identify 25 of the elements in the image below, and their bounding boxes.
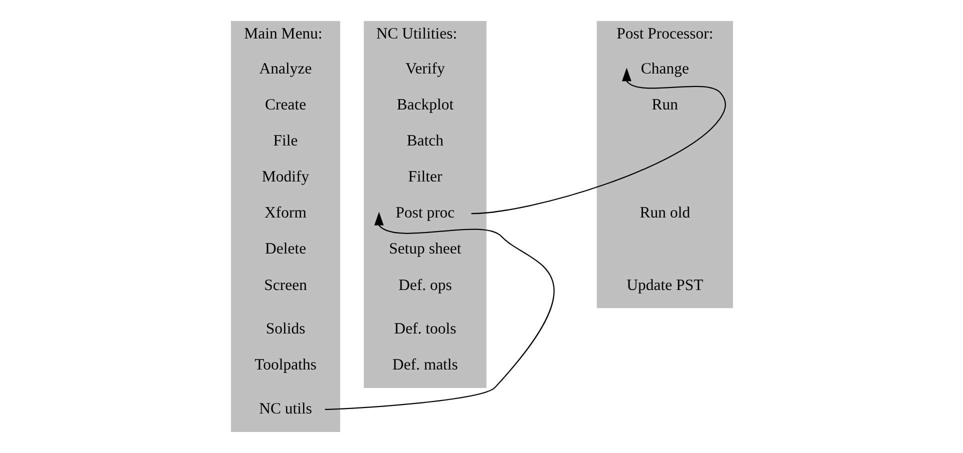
node-text: Toolpaths [254, 356, 316, 374]
node-text: Modify [261, 168, 309, 186]
node-text: Post proc [395, 204, 454, 222]
node-text: Batch [406, 132, 444, 150]
node-text: Run old [639, 204, 690, 222]
node-text: NC utils [258, 400, 312, 418]
node-text: Run [651, 96, 678, 114]
arrow [470, 68, 726, 214]
node-text: Screen [264, 276, 306, 294]
arrow [324, 212, 554, 410]
node-text: Update PST [626, 276, 703, 294]
node-text: Verify [404, 60, 444, 78]
node-text: File [272, 132, 298, 150]
node-text: Analyze [258, 60, 312, 78]
node-text: Create [264, 96, 306, 114]
node-text: Def. ops [398, 276, 452, 294]
node-text: Setup sheet [388, 240, 461, 258]
node-text: Backplot [396, 96, 454, 114]
node-text: Solids [265, 320, 305, 338]
node-text: Xform [264, 204, 306, 222]
node-text: Filter [408, 168, 442, 186]
node-text: Def. tools [394, 320, 456, 338]
node-text: Change [640, 60, 689, 78]
node-text: Def. matls [392, 356, 458, 374]
node-text: Delete [264, 240, 306, 258]
